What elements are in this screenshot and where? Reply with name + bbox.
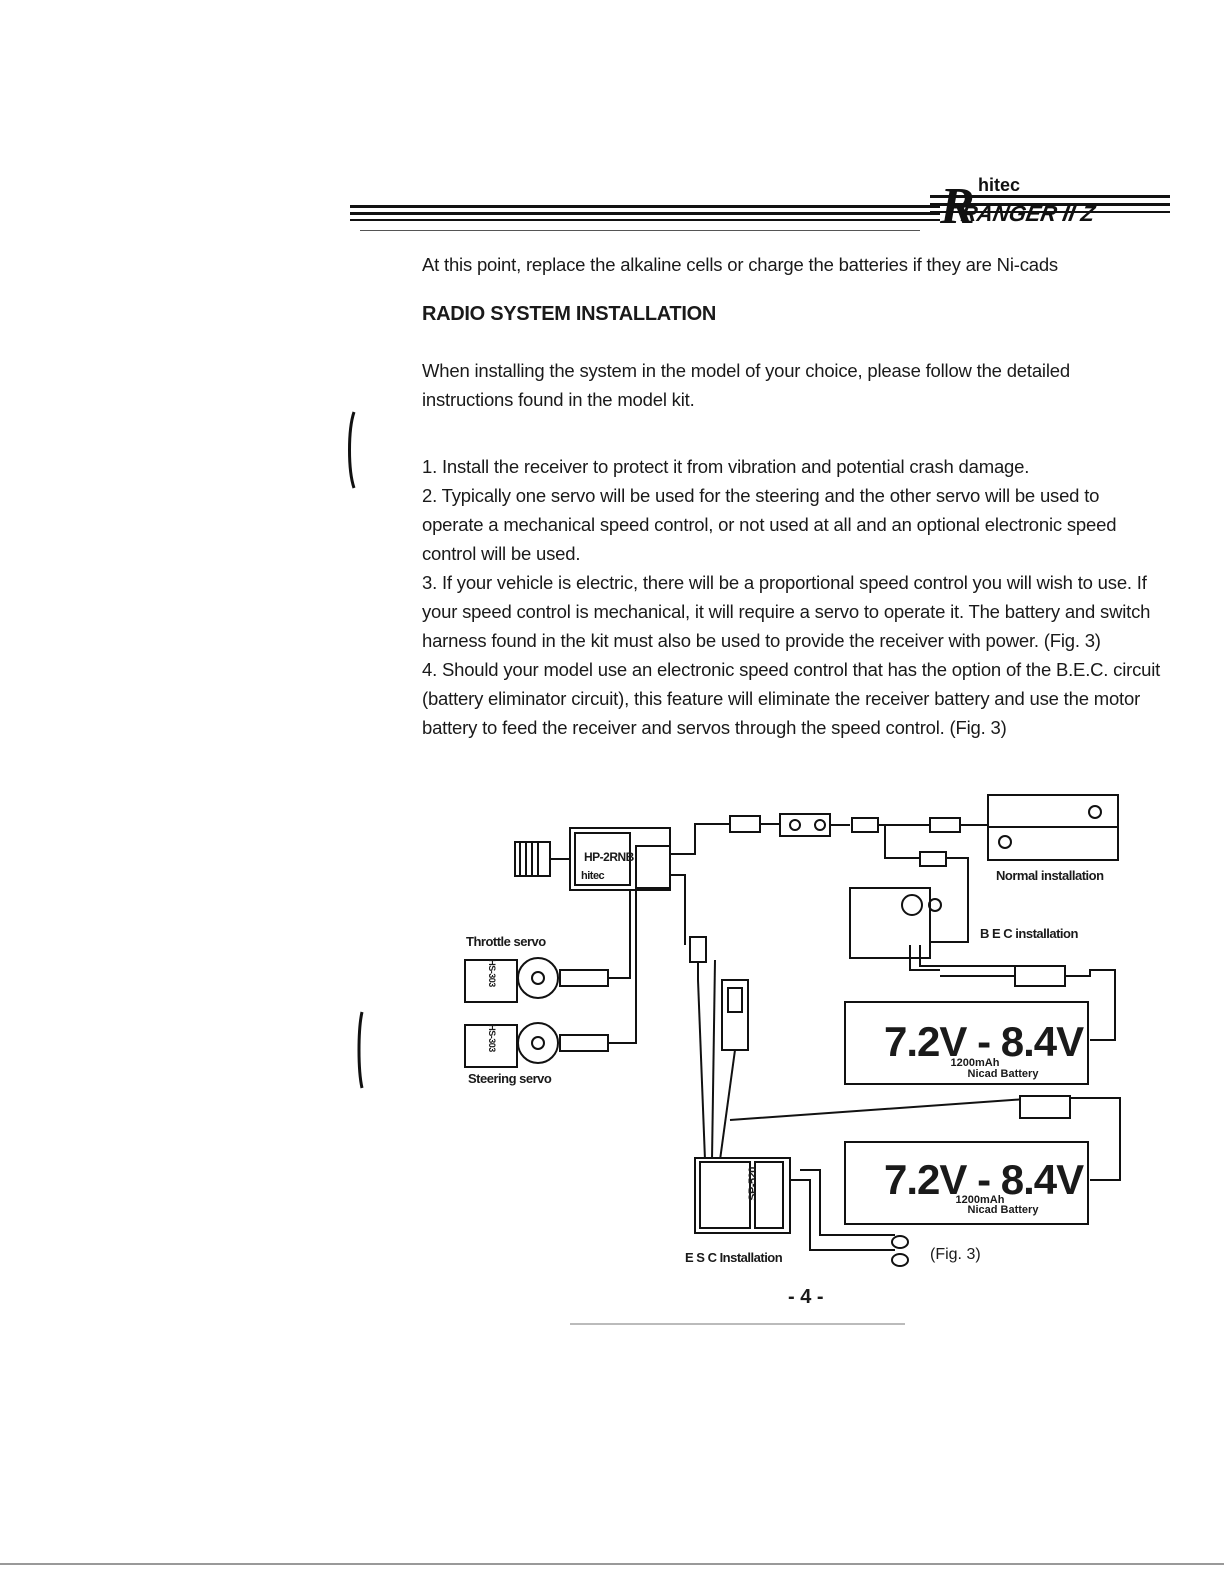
throttle-servo-model: HS-303 [486, 959, 497, 987]
page-bottom-rule [0, 1563, 1224, 1565]
ranger-logo: R hitec RANGER II Z [930, 165, 1170, 235]
bec-installation-label: B E C installation [980, 926, 1078, 941]
binding-mark-bottom [357, 1011, 364, 1089]
header-rule [350, 205, 940, 231]
battery-bottom-type: Nicad Battery [967, 1204, 1039, 1216]
intro-text: At this point, replace the alkaline cell… [422, 254, 1058, 275]
steering-servo-label: Steering servo [468, 1071, 552, 1086]
steering-servo-model: HS-303 [486, 1024, 497, 1052]
throttle-servo-label: Throttle servo [466, 934, 546, 949]
wiring-diagram [464, 794, 1121, 1267]
esc-model-label: SP-520 [746, 1167, 759, 1201]
battery-bottom-capacity: 1200mAh [955, 1194, 1005, 1206]
battery-top-type: Nicad Battery [967, 1068, 1039, 1080]
step-3: 3. If your vehicle is electric, there wi… [422, 572, 1151, 651]
intro-paragraph: When installing the system in the model … [422, 360, 1070, 410]
battery-bottom-voltage: 7.2V - 8.4V [884, 1156, 1084, 1203]
footer-rule [570, 1323, 905, 1325]
receiver-brand-label: hitec [581, 870, 605, 882]
step-4: 4. Should your model use an electronic s… [422, 659, 1161, 738]
steps-list: 1. Install the receiver to protect it fr… [422, 452, 1162, 742]
receiver-model-label: HP-2RNB [584, 850, 634, 864]
binding-mark-top [348, 411, 356, 489]
logo-brand-text: hitec [978, 175, 1020, 195]
step-2: 2. Typically one servo will be used for … [422, 485, 1117, 564]
page-number: - 4 - [788, 1286, 824, 1308]
battery-top-capacity: 1200mAh [950, 1057, 1000, 1069]
battery-top-voltage: 7.2V - 8.4V [884, 1018, 1084, 1065]
normal-installation-label: Normal installation [996, 868, 1104, 883]
section-title: RADIO SYSTEM INSTALLATION [422, 303, 716, 325]
logo-model-text: RANGER II Z [959, 201, 1098, 226]
figure-caption: (Fig. 3) [930, 1246, 981, 1263]
esc-installation-label: E S C Installation [685, 1250, 783, 1265]
svg-text:R: R [939, 178, 975, 235]
step-1: 1. Install the receiver to protect it fr… [422, 456, 1030, 477]
